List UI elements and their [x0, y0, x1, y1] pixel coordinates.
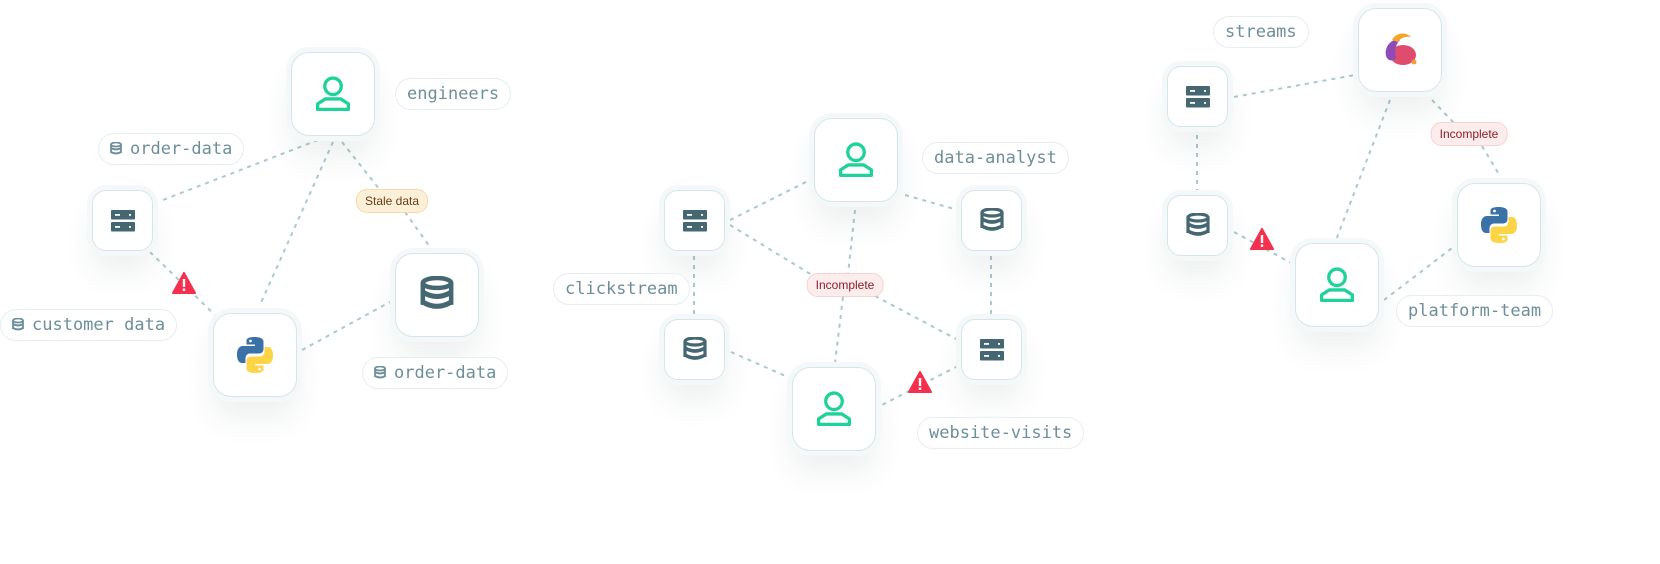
edge	[341, 141, 381, 191]
label-platform-team: platform-team	[1396, 295, 1554, 327]
edge	[879, 365, 959, 407]
label-website-visits: website-visits	[917, 417, 1085, 449]
edge	[301, 301, 391, 351]
user-node-platform-team[interactable]	[1295, 243, 1379, 327]
database-icon	[683, 337, 707, 363]
label-order-data-2: order-data	[362, 357, 509, 389]
database-icon	[420, 276, 454, 314]
stale-data-badge: Stale data	[355, 189, 429, 213]
user-icon	[311, 72, 355, 116]
database-node[interactable]	[1167, 195, 1228, 256]
server-node-website-visits[interactable]	[961, 319, 1022, 380]
server-icon	[683, 210, 707, 232]
server-icon	[111, 210, 135, 232]
user-icon	[834, 138, 878, 182]
label-engineers: engineers	[395, 78, 512, 110]
server-node-clickstream[interactable]	[664, 190, 725, 251]
edge	[1431, 99, 1456, 125]
python-icon	[235, 335, 275, 375]
label-data-analyst: data-analyst	[922, 142, 1069, 174]
edge	[729, 179, 811, 221]
label-clickstream: clickstream	[553, 273, 690, 305]
flink-node[interactable]	[1358, 8, 1442, 92]
edge	[874, 295, 959, 341]
database-node[interactable]	[664, 319, 725, 380]
server-node[interactable]	[92, 190, 153, 251]
server-icon	[1186, 86, 1210, 108]
server-icon	[980, 339, 1004, 361]
incomplete-badge: Incomplete	[806, 273, 884, 297]
incomplete-badge: Incomplete	[1430, 122, 1508, 146]
database-icon	[110, 142, 122, 156]
warning-icon	[908, 371, 932, 393]
user-icon	[1315, 263, 1359, 307]
user-node-engineers[interactable]	[291, 52, 375, 136]
python-icon	[1479, 205, 1519, 245]
warning-icon	[172, 272, 196, 294]
label-customer-data: customer data	[0, 309, 178, 341]
warning-icon	[1250, 228, 1274, 250]
database-node[interactable]	[395, 253, 479, 337]
edge	[162, 139, 319, 201]
edge	[834, 296, 844, 364]
database-icon	[980, 208, 1004, 234]
edge	[1335, 99, 1391, 241]
edge	[729, 224, 813, 276]
user-node[interactable]	[792, 367, 876, 451]
edge	[1233, 74, 1356, 98]
label-streams: streams	[1213, 16, 1309, 48]
python-node[interactable]	[1457, 183, 1541, 267]
edge	[730, 351, 791, 379]
edge	[1383, 244, 1457, 301]
edge	[904, 194, 959, 211]
server-node-streams[interactable]	[1167, 66, 1228, 127]
database-icon	[12, 318, 24, 332]
python-node[interactable]	[213, 313, 297, 397]
edge	[259, 141, 334, 306]
user-icon	[812, 387, 856, 431]
user-node-data-analyst[interactable]	[814, 118, 898, 202]
database-node[interactable]	[961, 190, 1022, 251]
edge	[404, 211, 431, 248]
edge	[847, 209, 856, 275]
flink-squirrel-icon	[1385, 33, 1417, 65]
database-icon	[1186, 213, 1210, 239]
edge	[1481, 145, 1501, 177]
label-order-data: order-data	[98, 133, 245, 165]
edge	[1233, 231, 1296, 266]
database-icon	[374, 366, 386, 380]
